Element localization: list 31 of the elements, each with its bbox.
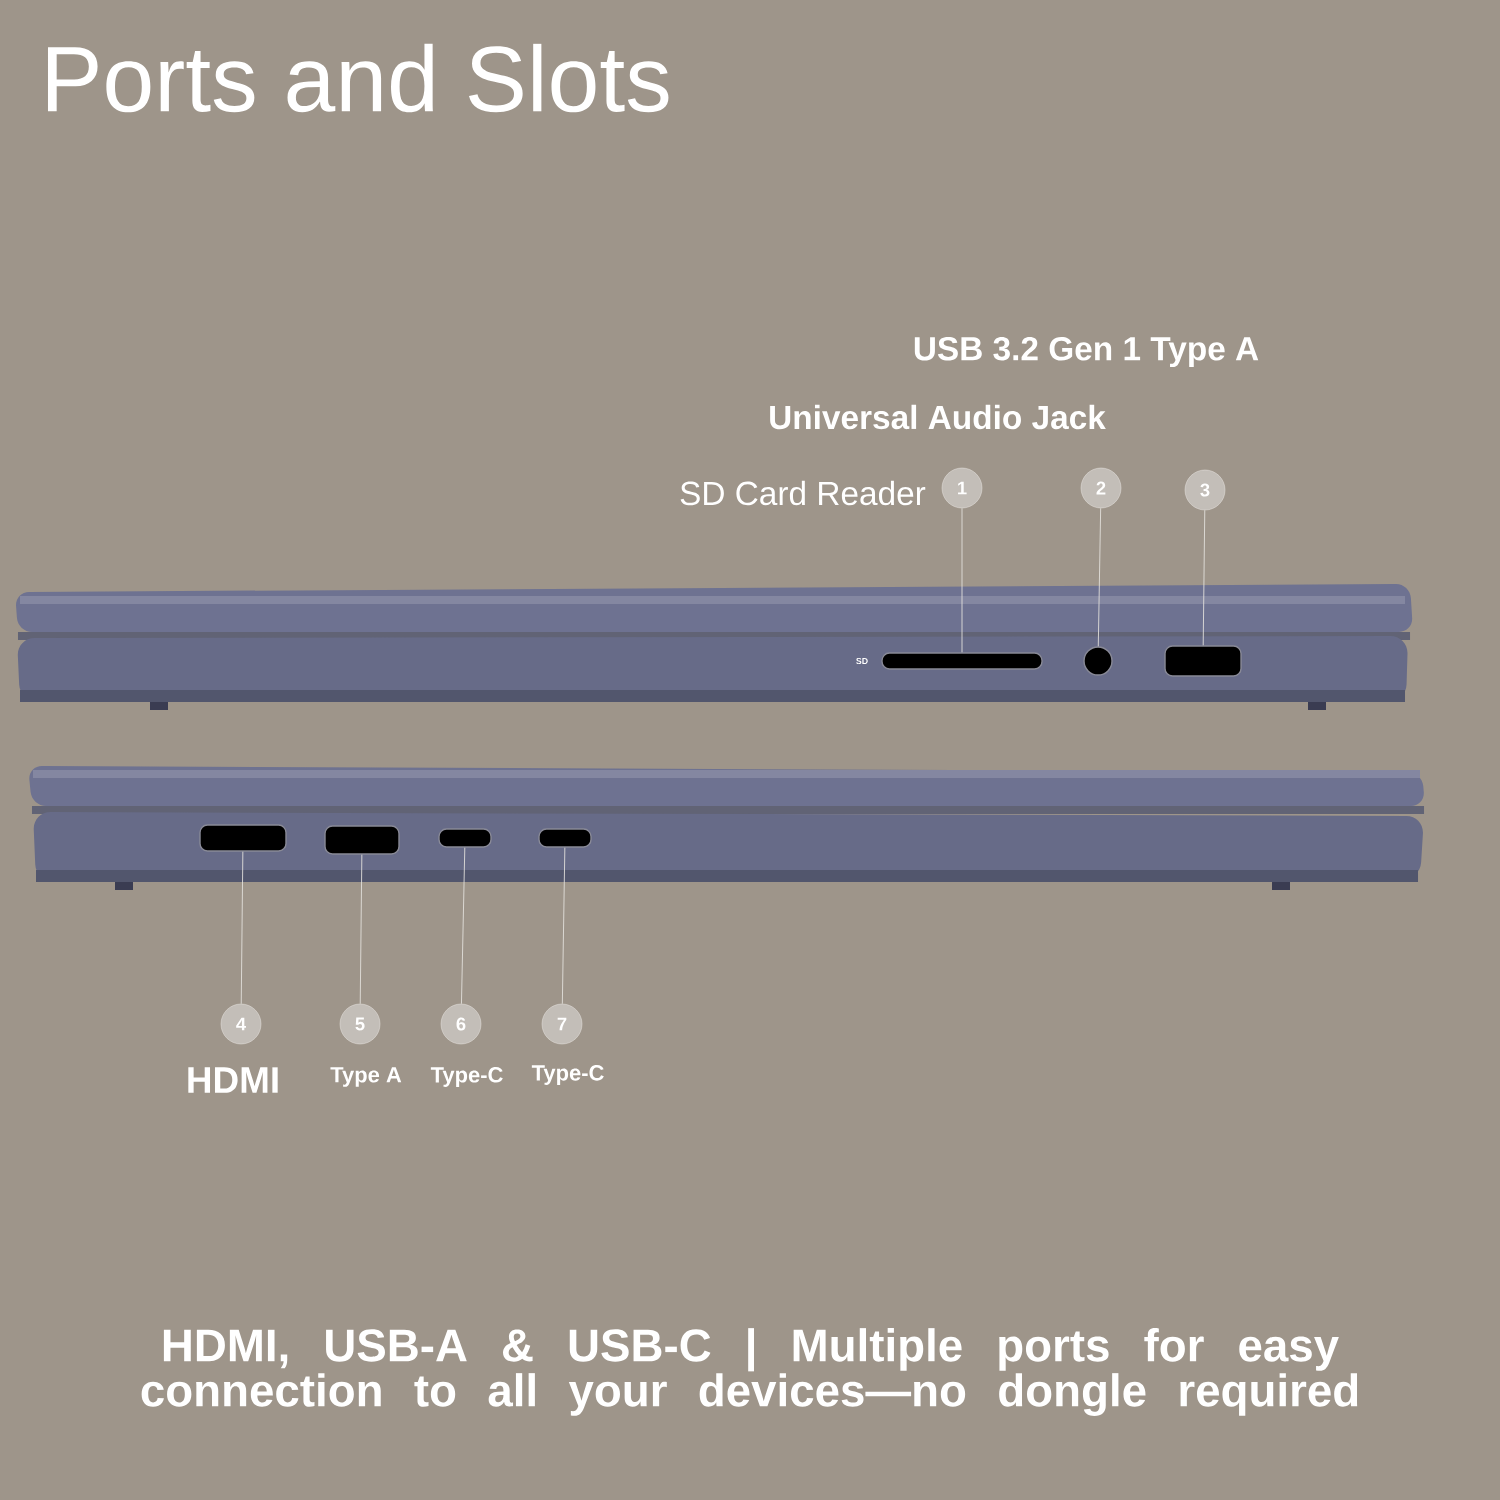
port-label: Type-C — [531, 1065, 604, 1085]
title: Ports and Slots — [48, 43, 669, 113]
leader-line — [961, 507, 963, 653]
callout-number: 4 — [220, 1003, 262, 1045]
leader-line — [461, 847, 466, 1005]
port-slot — [881, 652, 1043, 670]
port-label: Type A — [330, 1067, 402, 1087]
port-slot — [438, 828, 492, 848]
port-slot — [1164, 645, 1242, 677]
callout-number: 3 — [1184, 469, 1226, 511]
caption: HDMI, USB-A & USB-C | Multiple ports for easy connection to all your devices—no dongle required — [141, 1328, 1358, 1416]
port-marking: SD — [856, 657, 868, 665]
port-label: SD Card Reader — [680, 480, 926, 506]
port-label: HDMI — [188, 1067, 278, 1093]
port-slot — [199, 824, 287, 852]
port-label: Type-C — [430, 1067, 503, 1087]
callout-number: 7 — [541, 1003, 583, 1045]
leader-line — [561, 847, 566, 1005]
port-label: Universal Audio Jack — [770, 404, 1106, 430]
leader-line — [1202, 509, 1206, 646]
port-label: USB 3.2 Gen 1 Type A — [914, 336, 1259, 368]
callout-number: 2 — [1080, 467, 1122, 509]
callout-number: 6 — [440, 1003, 482, 1045]
audio-jack — [1083, 646, 1113, 676]
callout-number: 5 — [339, 1003, 381, 1045]
callout-number: 1 — [941, 467, 983, 509]
leader-line — [359, 854, 363, 1005]
leader-line — [240, 851, 244, 1005]
leader-line — [1097, 507, 1102, 647]
port-slot — [538, 828, 592, 848]
port-slot — [324, 825, 400, 855]
